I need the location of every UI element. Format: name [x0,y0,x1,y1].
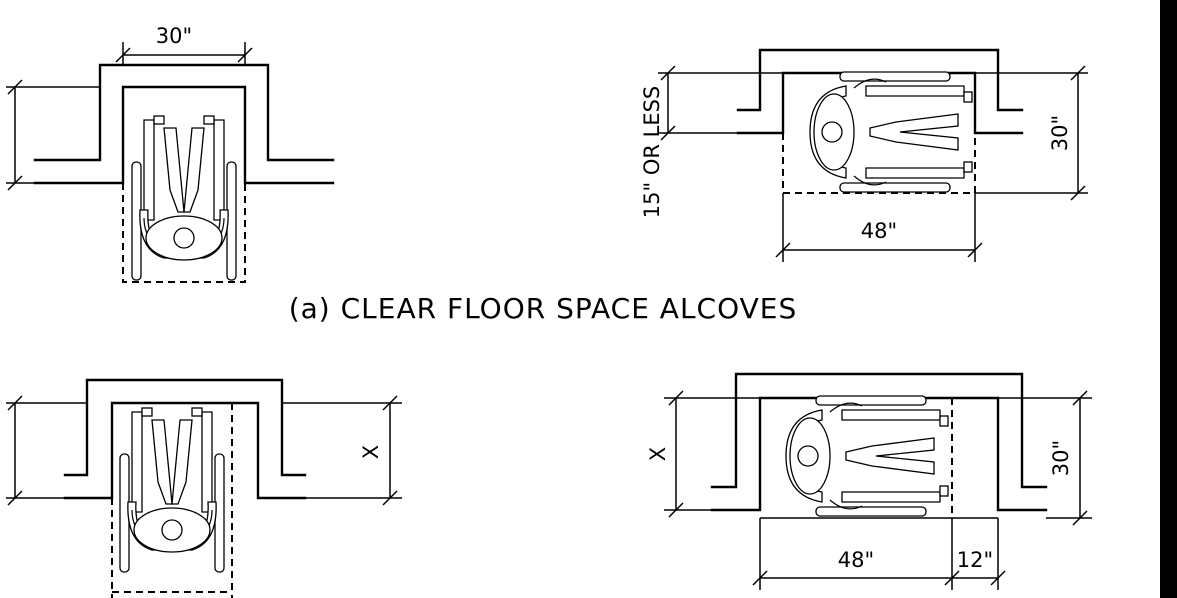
dimension-label-x: X [359,445,383,459]
clear-floor-space [782,133,976,194]
dimension-label-x: X [646,447,670,461]
dimension-label-30: 30" [156,24,192,48]
alcove-outer-wall [736,48,1024,112]
wheelchair-icon [119,407,225,573]
wheelchair-icon [809,71,973,193]
alcove-inner-wall [736,71,1024,135]
dimension-label-48: 48" [838,548,874,572]
page-border [1160,0,1177,598]
alcove-inner-wall [33,85,335,185]
alcove-parallel-approach-deep: X 30" 48" 12" [646,372,1092,590]
alcove-forward-approach-deep: X [6,378,402,598]
alcove-inner-wall [63,401,307,500]
alcove-outer-wall [33,63,335,162]
dimension-label-30: 30" [1049,440,1073,476]
alcove-parallel-approach: 15" OR LESS 30" 48" [640,48,1088,262]
alcove-outer-wall [63,378,307,477]
wheelchair-icon [131,115,237,281]
dimension-label-15-or-less: 15" OR LESS [640,86,664,218]
dimension-label-12: 12" [957,548,993,572]
dimension-label-30: 30" [1048,115,1072,151]
alcove-outer-wall [710,372,1048,489]
caption-clear-floor-space-alcoves: (a) CLEAR FLOOR SPACE ALCOVES [289,292,798,325]
alcove-forward-approach: 30" [6,24,335,283]
wheelchair-icon [785,395,949,517]
clear-floor-space [122,183,246,283]
dimension-label-48: 48" [861,219,897,243]
